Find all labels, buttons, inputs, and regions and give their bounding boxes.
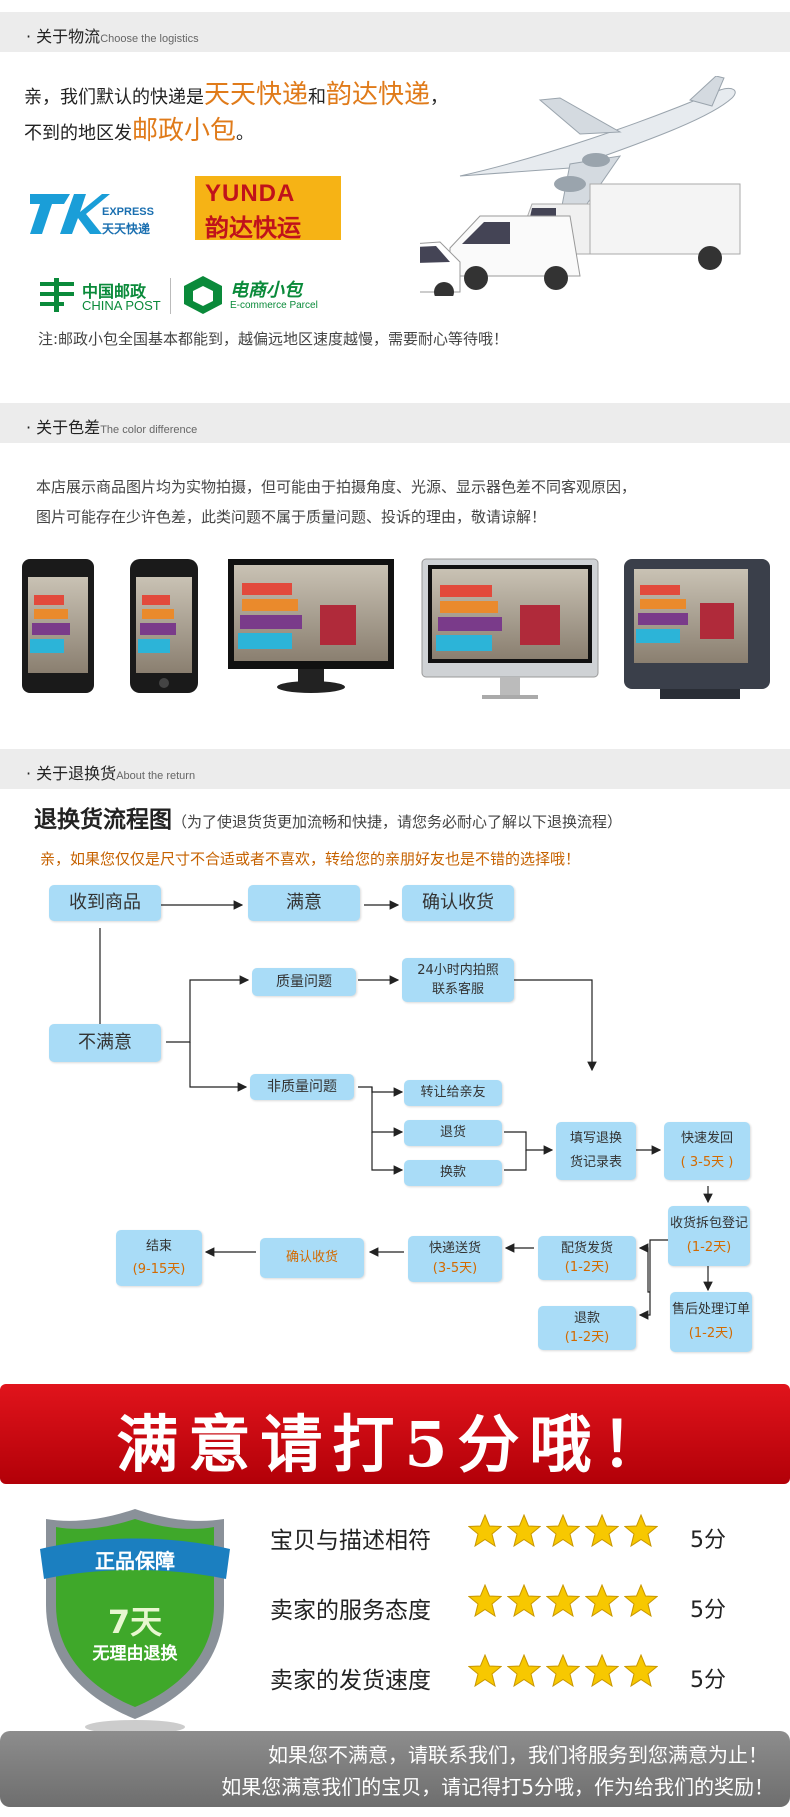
flow-note: 亲，如果您仅仅是尺寸不合适或者不喜欢，转给您的亲朋好友也是不错的选择哦！: [40, 850, 581, 868]
star-icon: [546, 1654, 580, 1688]
iphone-icon: [130, 559, 198, 693]
flow-node-photo: 24小时内拍照 联系客服: [402, 958, 514, 1002]
footer-line-1: 如果您不满意，请联系我们，我们将服务到您满意为止！: [268, 1743, 768, 1767]
flow-node-received: 收到商品: [49, 885, 161, 921]
section-header-returns: · 关于退换货About the return: [0, 749, 790, 789]
section-title-cn: 关于物流: [36, 27, 101, 46]
flow-node-after-sale: 售后处理订单 (1-2天): [670, 1292, 752, 1352]
star-icon: [624, 1514, 658, 1548]
chinapost-logo: 中国邮政 CHINA POST: [38, 276, 168, 316]
brand-chinapost-small: 邮政小包: [132, 116, 237, 146]
rating-banner: 满意请打5分哦！: [0, 1384, 790, 1484]
star-icon: [507, 1514, 541, 1548]
flow-node-confirm2: 确认收货: [260, 1238, 364, 1278]
star-icon: [624, 1584, 658, 1618]
section-title-en: The color difference: [100, 424, 198, 436]
flow-node-unsatisfied: 不满意: [49, 1024, 161, 1062]
imac-monitor-icon: [421, 558, 599, 699]
guarantee-shield: 正品保障 7天 无理由退换: [40, 1505, 230, 1735]
logo-divider: [170, 278, 171, 314]
ecommerce-parcel-mark-icon: [184, 276, 222, 314]
star-icon: [624, 1654, 658, 1688]
lcd-monitor-icon: [228, 559, 394, 693]
color-paragraph: 本店展示商品图片均为实物拍摄，但可能由于拍摄角度、光源、显示器色差不同客观原因，…: [36, 478, 637, 526]
tiantian-logo: EXPRESS 天天快递: [30, 188, 170, 240]
rating-label-service: 卖家的服务态度: [270, 1598, 431, 1624]
flow-heading: 退换货流程图（为了使退货货更加流畅和快捷，请您务必耐心了解以下退换流程）: [34, 800, 622, 834]
crt-monitor-icon: [624, 559, 770, 699]
logistics-note: 注:邮政小包全国基本都能到，越偏远地区速度越慢，需要耐心等待哦！: [38, 330, 509, 348]
section-header-color: · 关于色差The color difference: [0, 403, 790, 443]
android-phone-icon: [22, 559, 94, 693]
star-icon: [468, 1654, 502, 1688]
star-icon: [585, 1514, 619, 1548]
shield-icon: [40, 1509, 230, 1734]
flow-subtitle: （为了使退货货更加流畅和快捷，请您务必耐心了解以下退换流程）: [172, 813, 623, 831]
rating-label-description: 宝贝与描述相符: [270, 1528, 431, 1554]
rating-label-shipping: 卖家的发货速度: [270, 1668, 431, 1694]
flow-node-end: 结束 (9-15天): [116, 1230, 202, 1286]
star-icon: [468, 1584, 502, 1618]
flow-node-confirm: 确认收货: [402, 885, 514, 921]
tt-mark-icon: [30, 194, 110, 234]
flow-title: 退换货流程图: [34, 807, 172, 833]
star-icon: [585, 1654, 619, 1688]
airplane-trucks-illustration: [420, 76, 741, 296]
logistics-line-1: 亲，我们默认的快递是天天快递和韵达快递，: [24, 80, 449, 110]
brand-yunda: 韵达快递: [326, 80, 431, 110]
rating-score-service: 5分: [690, 1598, 726, 1623]
flow-node-express: 快递送货 (3-5天): [408, 1236, 502, 1282]
devices-illustration: [22, 558, 770, 699]
star-icon: [468, 1514, 502, 1548]
rating-score-description: 5分: [690, 1528, 726, 1553]
ecommerce-parcel-logo: 电商小包 E-commerce Parcel: [182, 274, 332, 316]
brand-tiantian: 天天快递: [204, 80, 309, 110]
star-icon: [585, 1584, 619, 1618]
section-header-logistics: · 关于物流Choose the logistics: [0, 12, 790, 52]
footer-bar: 如果您不满意，请联系我们，我们将服务到您满意为止！ 如果您满意我们的宝贝，请记得…: [0, 1731, 790, 1807]
flow-node-reship: 配货发货 (1-2天): [538, 1236, 636, 1280]
star-icon: [546, 1584, 580, 1618]
section-title-en: About the return: [116, 770, 196, 782]
flow-node-non-quality: 非质量问题: [250, 1074, 354, 1100]
logistics-line-2: 不到的地区发邮政小包。: [24, 116, 255, 146]
section-title-en: Choose the logistics: [100, 33, 199, 45]
flow-node-exchange: 换款: [404, 1160, 502, 1186]
rating-score-shipping: 5分: [690, 1668, 726, 1693]
star-icon: [546, 1514, 580, 1548]
yunda-logo: YUNDA 韵达快运: [195, 176, 341, 242]
van-icon: [449, 215, 581, 290]
flow-node-send-back: 快速发回 ( 3-5天 ): [664, 1122, 750, 1180]
footer-line-2: 如果您满意我们的宝贝，请记得打5分哦，作为给我们的奖励！: [221, 1775, 774, 1799]
flow-connectors: [99, 900, 713, 1320]
flow-node-quality: 质量问题: [252, 968, 356, 996]
flow-node-transfer: 转让给亲友: [404, 1080, 502, 1106]
flow-node-refund: 退款 (1-2天): [538, 1306, 636, 1350]
star-icon: [507, 1584, 541, 1618]
star-icon: [507, 1654, 541, 1688]
flow-node-fill-form: 填写退换 货记录表: [556, 1122, 636, 1180]
banner-text: 满意请打5分哦！: [116, 1408, 674, 1481]
flow-node-return: 退货: [404, 1120, 502, 1146]
section-title-cn: 关于色差: [36, 418, 101, 437]
chinapost-mark-icon: [40, 278, 74, 312]
flow-node-register: 收货拆包登记 (1-2天): [668, 1206, 750, 1266]
section-title-cn: 关于退换货: [36, 764, 117, 783]
flow-node-satisfied: 满意: [248, 885, 360, 921]
car-icon: [420, 241, 461, 296]
